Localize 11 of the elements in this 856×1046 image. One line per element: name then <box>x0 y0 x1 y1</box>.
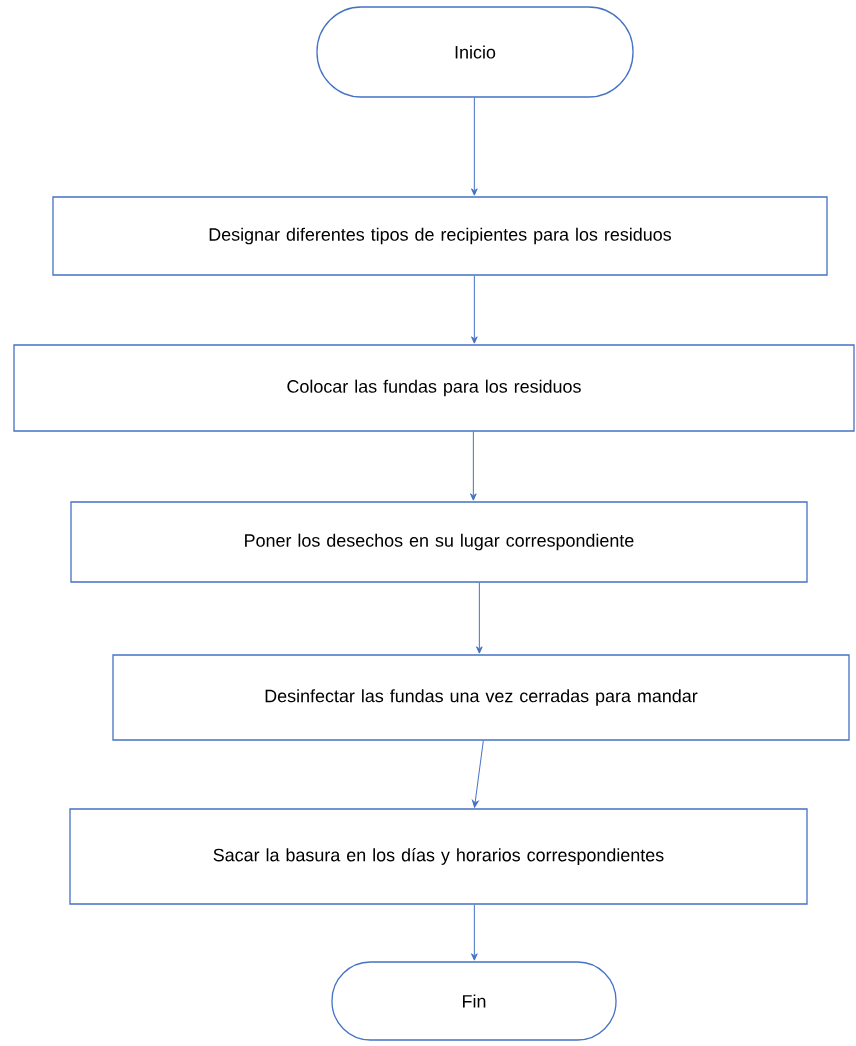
process-box: Poner los desechos en su lugar correspondiente <box>70 501 808 583</box>
process-box: Designar diferentes tipos de recipientes para los residuos <box>52 196 828 276</box>
arrow <box>471 904 478 961</box>
arrow <box>476 582 483 654</box>
arrow <box>472 740 484 808</box>
arrow <box>471 97 478 196</box>
process-box: Colocar las fundas para los residuos <box>13 344 855 432</box>
arrow <box>471 275 478 344</box>
arrow <box>470 431 477 501</box>
process-box: Sacar la basura en los días y horarios correspondientes <box>69 808 808 905</box>
process-box: Desinfectar las fundas una vez cerradas para mandar <box>112 654 850 741</box>
